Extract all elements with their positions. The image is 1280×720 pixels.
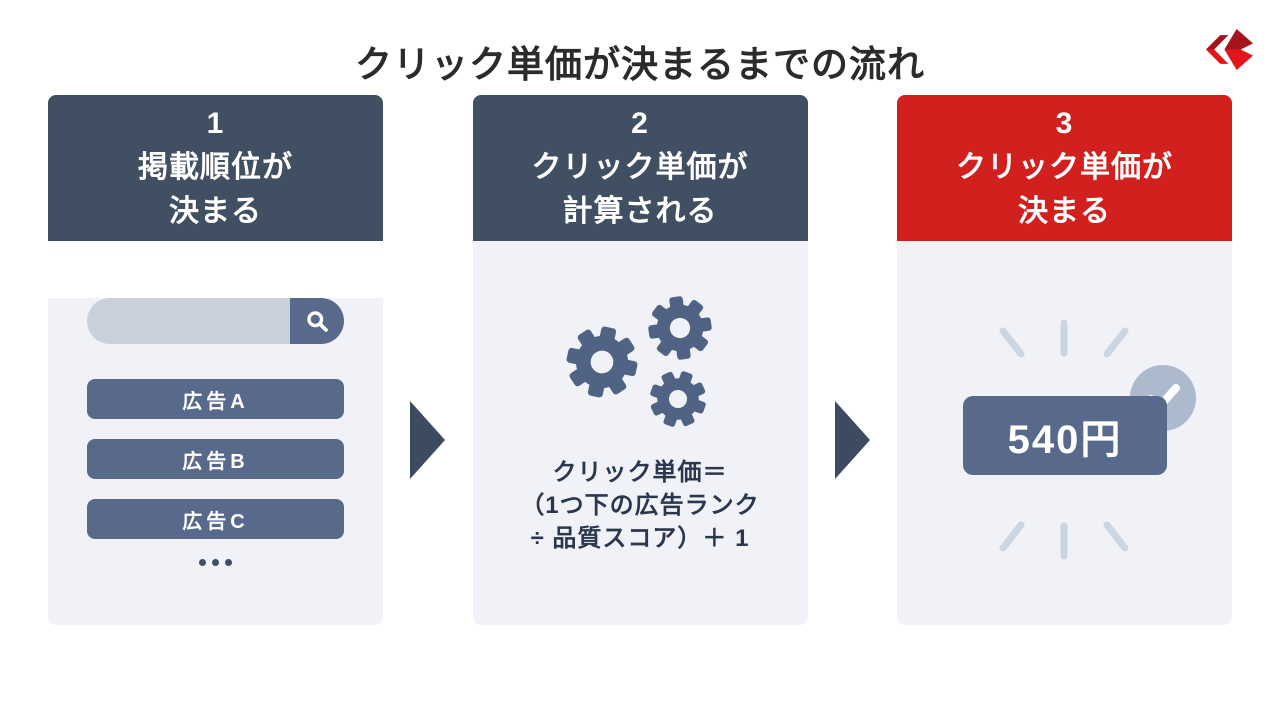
step-1-body: 広告A 広告B 広告C	[48, 298, 383, 625]
step-3-body: 540円	[897, 241, 1232, 625]
step-2-header: 2 クリック単価が 計算される	[472, 95, 808, 241]
step-1-number: 1	[206, 107, 225, 140]
ad-item-b: 広告B	[87, 439, 344, 479]
step-panel-3: 3 クリック単価が 決まる	[897, 95, 1232, 625]
step-2-number: 2	[631, 107, 649, 140]
arrow-right-icon	[410, 401, 446, 479]
step-3-number: 3	[1055, 107, 1074, 140]
brand-logo-icon	[1205, 29, 1253, 70]
formula-line-3: ÷ 品質スコア）＋ 1	[530, 525, 750, 552]
step-3-title-line-1: クリック単価が	[956, 151, 1173, 184]
formula-line-1: クリック単価＝	[552, 459, 728, 486]
ad-item-a: 広告A	[87, 379, 344, 419]
step-panel-2: 2 クリック単価が 計算される	[472, 95, 808, 625]
step-2-body: クリック単価＝ （1つ下の広告ランク ÷ 品質スコア）＋ 1	[472, 241, 808, 625]
step-1-header: 1 掲載順位が 決まる	[48, 95, 383, 241]
step-panel-1: 1 掲載順位が 決まる 広告A 広告B 広告C	[48, 95, 383, 625]
arrow-right-icon	[834, 401, 870, 479]
step-2-title-line-2: 計算される	[562, 195, 718, 228]
step-2-title-line-1: クリック単価が	[531, 151, 749, 184]
search-button	[290, 298, 344, 344]
ellipsis-icon	[48, 559, 383, 566]
page-title: クリック単価が決まるまでの流れ	[355, 44, 925, 85]
ad-item-c: 広告C	[87, 499, 344, 539]
formula-line-2: （1つ下の広告ランク	[520, 492, 760, 519]
sparkle-rays-icon	[999, 319, 1129, 560]
title-row: クリック単価が決まるまでの流れ	[0, 0, 1280, 88]
cpc-formula: クリック単価＝ （1つ下の広告ランク ÷ 品質スコア）＋ 1	[473, 456, 808, 555]
step-1-title-line-2: 決まる	[169, 195, 262, 228]
flow-diagram: 1 掲載順位が 決まる 広告A 広告B 広告C	[48, 95, 1232, 625]
ad-list: 広告A 広告B 広告C	[48, 379, 383, 539]
search-bar-illustration	[87, 298, 344, 344]
step-1-title-line-1: 掲載順位が	[138, 151, 293, 184]
search-input	[87, 298, 290, 344]
step-3-header: 3 クリック単価が 決まる	[897, 95, 1232, 241]
price-value: 540円	[1007, 417, 1123, 462]
price-badge: 540円	[963, 396, 1167, 475]
step-3-title-line-2: 決まる	[1018, 195, 1111, 228]
gears-icon	[559, 292, 716, 436]
search-icon	[306, 310, 328, 332]
